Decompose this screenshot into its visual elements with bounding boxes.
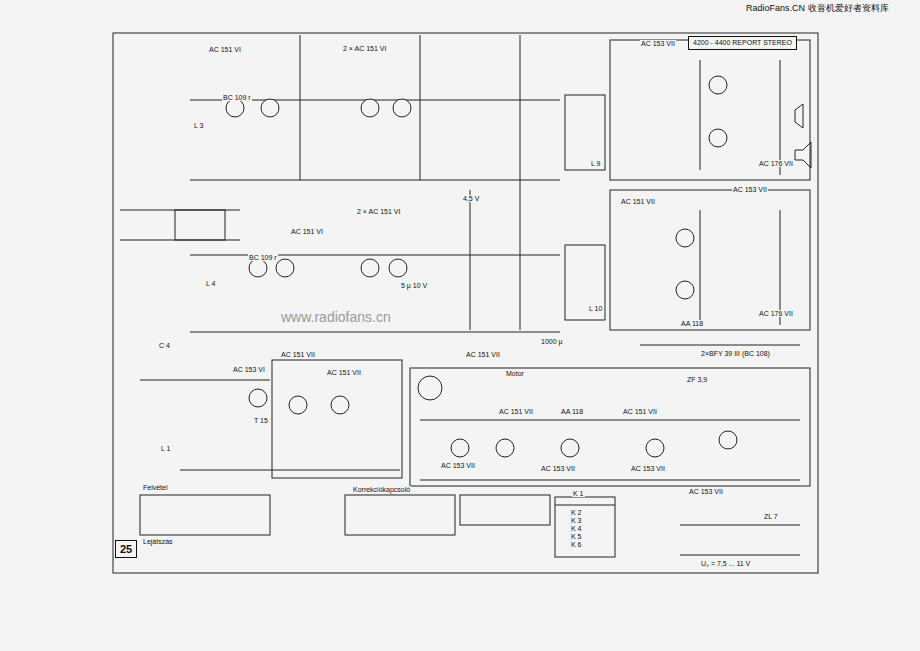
- component-label: Motor: [505, 370, 525, 377]
- component-label: AA 118: [560, 408, 584, 415]
- component-label: C 4: [158, 342, 171, 349]
- component-label: Felvétel: [142, 484, 169, 491]
- component-label: AC 151 VII: [498, 408, 534, 415]
- component-label: AC 153 VII: [688, 488, 724, 495]
- component-label: BC 109 r: [222, 94, 252, 101]
- component-label: AC 151 VII: [280, 351, 316, 358]
- component-label: ZF 3,9: [686, 376, 708, 383]
- component-label: AC 153 VII: [640, 40, 676, 47]
- component-label: L 1: [160, 445, 171, 452]
- component-label: K 2: [570, 509, 583, 516]
- component-label: K 1: [572, 490, 585, 497]
- component-label: AC 176 VII: [758, 160, 794, 167]
- watermark: www.radiofans.cn: [280, 310, 392, 324]
- component-label: AC 153 VI: [232, 366, 266, 373]
- component-label: 2 × AC 151 VI: [356, 208, 401, 215]
- component-label: 5 μ 10 V: [400, 282, 428, 289]
- component-label: K 4: [570, 525, 583, 532]
- component-label: K 5: [570, 533, 583, 540]
- component-label: BC 109 r: [248, 254, 278, 261]
- component-label: AC 176 VII: [758, 310, 794, 317]
- component-label: L 9: [590, 160, 601, 167]
- component-label: L 10: [588, 305, 603, 312]
- component-label: AC 153 VII: [630, 465, 666, 472]
- component-label: K 3: [570, 517, 583, 524]
- component-label: 4,5 V: [462, 195, 480, 202]
- component-label: AC 151 VI: [208, 46, 242, 53]
- component-label: AC 151 VII: [620, 198, 656, 205]
- source-watermark: RadioFans.CN 收音机爱好者资料库: [745, 4, 890, 13]
- component-label: AA 118: [680, 320, 704, 327]
- component-label: ZL 7: [763, 513, 779, 520]
- box-text: 25: [120, 543, 132, 555]
- component-label: AC 151 VI: [290, 228, 324, 235]
- component-label: 2×BFY 39 III (BC 108): [700, 350, 771, 357]
- page-number-box: 25: [115, 540, 137, 558]
- component-label: L 4: [205, 280, 216, 287]
- component-label: U₀ = 7,5 ... 11 V: [700, 560, 751, 567]
- component-label: AC 153 VII: [732, 186, 768, 193]
- component-label: AC 151 VII: [622, 408, 658, 415]
- component-label: K 6: [570, 541, 583, 548]
- component-label: Lejátszás: [142, 538, 174, 545]
- box-text: 4200 - 4400 REPORT STEREO: [693, 39, 792, 46]
- component-label: 1000 μ: [540, 338, 564, 345]
- component-label: T 15: [253, 417, 269, 424]
- component-label: 2 × AC 151 VI: [342, 45, 387, 52]
- title-box: 4200 - 4400 REPORT STEREO: [688, 36, 797, 50]
- component-label: L 3: [193, 122, 204, 129]
- component-label: Korrekciókapcsoló: [352, 486, 411, 493]
- component-label: AC 153 VII: [540, 465, 576, 472]
- component-label: AC 151 VII: [465, 351, 501, 358]
- component-label: AC 151 VII: [326, 369, 362, 376]
- component-label: AC 153 VII: [440, 462, 476, 469]
